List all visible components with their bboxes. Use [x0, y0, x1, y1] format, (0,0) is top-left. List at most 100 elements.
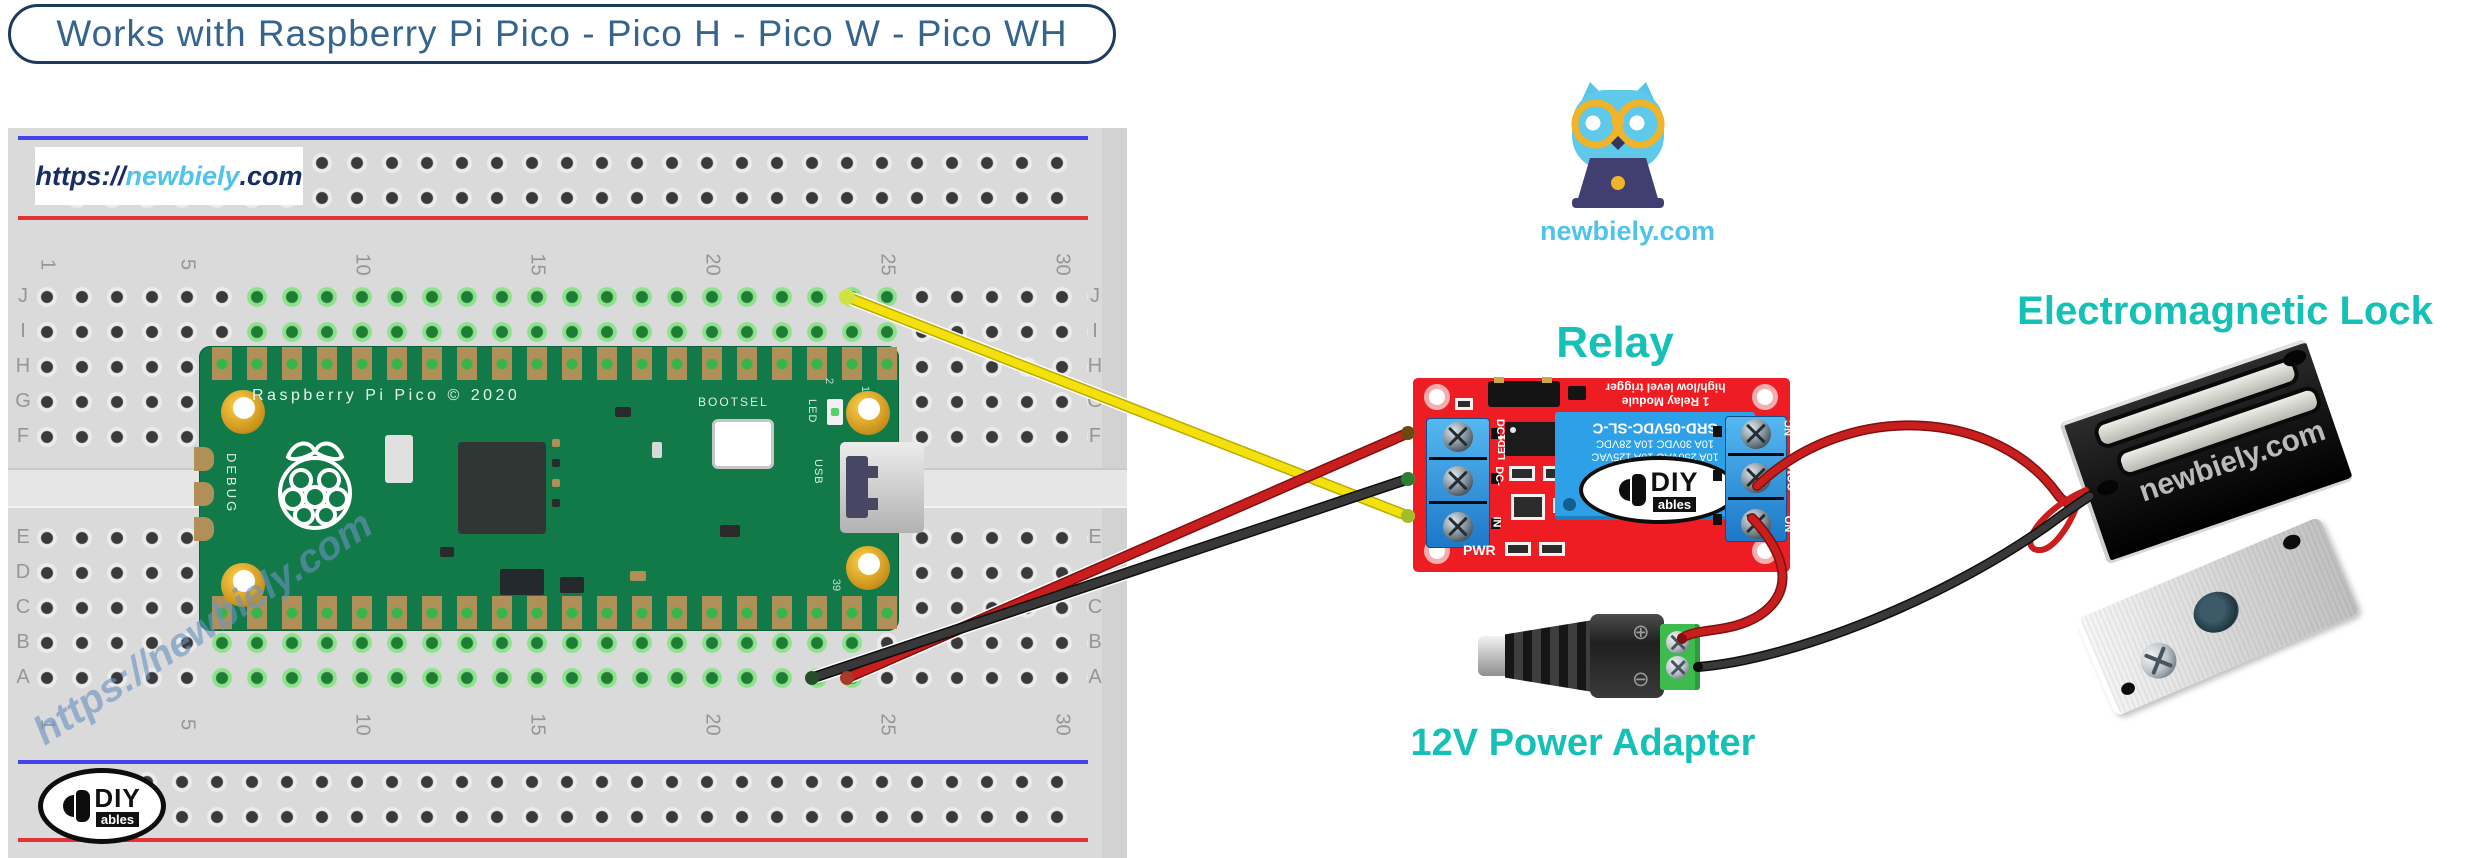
row-letter: I [20, 320, 26, 342]
pin-number: 1 [859, 385, 872, 393]
mounting-hole [221, 563, 265, 607]
relay-mounting-hole [1752, 384, 1778, 410]
row-letter: F [16, 425, 30, 447]
cube-line2: 10A 30VDC 10A 28VDC [1595, 437, 1715, 450]
row-letter: D [15, 561, 31, 583]
rp2040-chip [458, 442, 546, 534]
bootsel-button [712, 419, 774, 469]
debug-pin [194, 482, 214, 506]
breadboard: https://newbiely.com 1 5 10 15 20 25 30 … [8, 128, 1127, 858]
armature-plate [2062, 505, 2402, 720]
diyables-glyph-icon [1619, 474, 1647, 506]
smd-resistor [1539, 542, 1565, 556]
terminal-screw [1443, 422, 1473, 452]
smd-component [552, 479, 560, 487]
terminal-screw [1741, 509, 1771, 539]
relay-input-terminal-block [1426, 418, 1490, 548]
plate-small-hole [2280, 532, 2303, 553]
optocoupler-ic [1505, 422, 1561, 456]
smd-component [552, 499, 560, 507]
pin-number: 2 [823, 377, 836, 385]
terminal-screw [1443, 466, 1473, 496]
debug-pin [194, 447, 214, 471]
terminal-screw [1741, 463, 1771, 493]
cube-line1: SRD-05VDC-SL-C [1592, 419, 1718, 436]
column-number: 20 [701, 713, 724, 736]
smd-component [552, 439, 560, 447]
row-letter: A [16, 666, 30, 688]
terminal-pin [1491, 518, 1500, 529]
row-letter: G [1087, 390, 1103, 412]
url-suffix: .com [239, 160, 303, 191]
url-name: newbiely [125, 160, 240, 191]
newbiely-owl-logo [1571, 82, 1665, 208]
trigger-select-jumper [1488, 377, 1560, 407]
plate-small-hole [2119, 680, 2137, 697]
onboard-led [827, 399, 843, 425]
row-letter: E [16, 526, 30, 548]
electromagnetic-lock-label: Electromagnetic Lock [2017, 289, 2433, 333]
raspberry-pi-logo [278, 441, 352, 530]
plate-screw [2134, 636, 2183, 685]
led1-label: LED1 [1497, 434, 1508, 460]
row-letter: H [1087, 355, 1103, 377]
pwr-led [1505, 542, 1531, 556]
bottom-rail-positive-line [18, 838, 1088, 842]
column-number: 30 [1051, 713, 1074, 736]
pico-bottom-pin-pads [200, 596, 898, 629]
relay-output-terminal-block [1725, 416, 1787, 542]
column-number: 1 [36, 258, 59, 271]
column-number: 20 [701, 253, 724, 276]
com-wire-outline [1752, 420, 2085, 508]
row-letter: C [15, 596, 31, 618]
relay-com-to-lock-wire [1753, 421, 2084, 507]
terminal-pin [1713, 514, 1722, 525]
relay-label: Relay [1556, 318, 1674, 367]
row-letter: I [1092, 320, 1098, 342]
row-letter: B [1088, 631, 1102, 653]
diyables-glyph-icon [63, 790, 91, 822]
pico-silkscreen-title: Raspberry Pi Pico © 2020 [252, 387, 521, 404]
power-adapter-label: 12V Power Adapter [1410, 722, 1756, 764]
row-letter: B [16, 631, 30, 653]
plate-center-hole [2187, 584, 2246, 640]
terminal-label-dc-minus: DC- [1492, 466, 1505, 486]
terminal-label-in: IN [1490, 516, 1503, 528]
terminal-pin [1713, 470, 1722, 481]
mounting-hole [221, 390, 265, 434]
smd-component [500, 569, 544, 595]
row-letter: A [1088, 666, 1102, 688]
column-number: 25 [876, 253, 899, 276]
minus-symbol: ⊖ [1632, 668, 1650, 691]
dc-barrel-jack: ⊕ ⊖ [1478, 608, 1718, 704]
top-rail-positive-line [18, 216, 1088, 220]
pin-number: 39 [830, 578, 843, 592]
led-label: LED [806, 399, 818, 424]
smd-component [1568, 386, 1586, 400]
smd-component [560, 577, 584, 593]
plus-symbol: ⊕ [1632, 621, 1650, 644]
smd-transistor [1511, 494, 1545, 520]
smd-component [720, 525, 740, 537]
terminal-screw-positive [1666, 631, 1689, 654]
column-number: 15 [526, 713, 549, 736]
relay-mounting-hole [1424, 384, 1450, 410]
column-number: 10 [351, 713, 374, 736]
debug-label: DEBUG [224, 453, 239, 515]
column-number: 10 [351, 253, 374, 276]
barrel-jack-ribbed-grip [1505, 620, 1593, 692]
row-letter: E [1088, 526, 1102, 548]
row-letter: D [1087, 561, 1103, 583]
pwr-label: PWR [1463, 542, 1496, 558]
barrel-jack-tip [1478, 636, 1506, 676]
terminal-screw [1443, 512, 1473, 542]
breadboard-url-label: https://newbiely.com [35, 147, 303, 205]
bottom-rail-holes [60, 765, 1075, 835]
terminal-screw [1741, 419, 1771, 449]
bottom-rail-negative-line [18, 760, 1088, 764]
debug-pin [194, 517, 214, 541]
lock-mount-hole [2095, 477, 2121, 498]
compatibility-banner: Works with Raspberry Pi Pico - Pico H - … [8, 4, 1116, 64]
terminal-screw-negative [1666, 656, 1689, 679]
